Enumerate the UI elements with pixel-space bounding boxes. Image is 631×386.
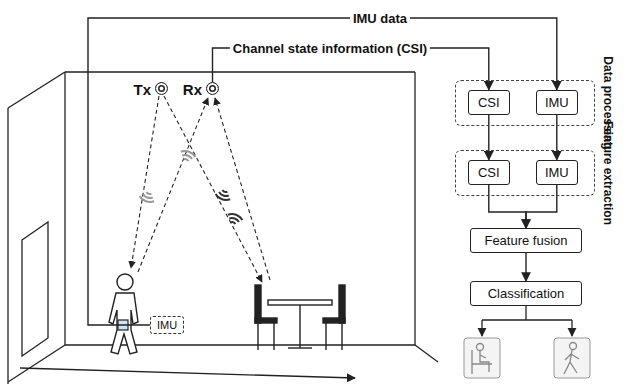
walking-icon — [554, 338, 590, 378]
node-label: Tx — [133, 80, 151, 97]
edge-label: IMU data — [350, 11, 410, 26]
connector-arrow — [526, 185, 557, 228]
process-box: IMU — [536, 160, 578, 185]
process-box: Feature fusion — [470, 228, 582, 253]
output-lines — [482, 306, 572, 336]
connector-arrow — [488, 115, 489, 160]
transmitter-antenna: Tx — [155, 82, 168, 95]
door — [22, 222, 48, 356]
edge-label: Channel state information (CSI) — [230, 41, 430, 56]
connector-arrow — [88, 18, 557, 325]
imu-callout: IMU — [150, 316, 184, 334]
node-text: CSI — [478, 165, 500, 180]
process-box: CSI — [468, 90, 510, 115]
node-label: Feature extraction — [601, 121, 615, 225]
radio-waves — [139, 149, 244, 226]
node-text: IMU — [545, 95, 569, 110]
node-label: Rx — [183, 80, 202, 97]
sitting-icon — [464, 338, 500, 378]
connector-arrow — [525, 253, 526, 281]
data-processing-group: Data processingCSIIMU — [455, 80, 595, 126]
node-text: Classification — [488, 286, 565, 301]
walking-person — [109, 274, 138, 354]
walking-path-arrow — [20, 368, 355, 378]
room-walls — [8, 72, 438, 384]
node-text: IMU — [157, 319, 177, 331]
node-text: Feature fusion — [484, 233, 567, 248]
node-text: CSI — [478, 95, 500, 110]
connector-arrow — [489, 185, 526, 228]
signal-rays — [131, 96, 270, 282]
process-box: CSI — [468, 160, 510, 185]
process-box: IMU — [536, 90, 578, 115]
table-and-chairs — [255, 285, 345, 350]
process-box: Classification — [470, 281, 582, 306]
feature-extraction-group: Feature extractionCSIIMU — [455, 150, 595, 196]
node-text: IMU — [545, 165, 569, 180]
receiver-antenna: Rx — [206, 82, 219, 95]
connector-arrow — [556, 115, 557, 160]
